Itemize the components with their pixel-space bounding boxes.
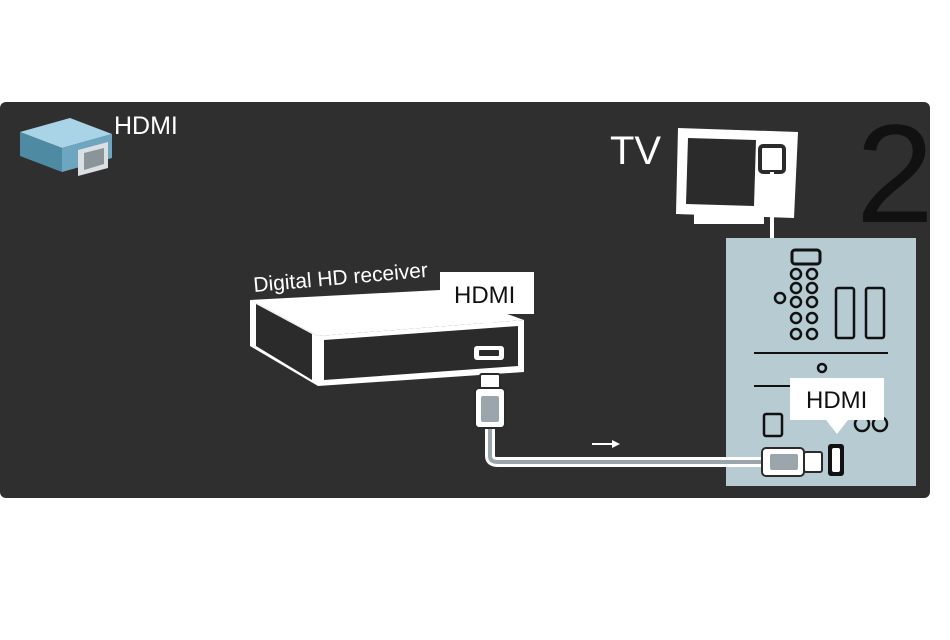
- receiver-hdmi-plug: [475, 374, 505, 428]
- tv-hdmi-plug: [762, 448, 822, 476]
- tv-hdmi-label: HDMI: [806, 387, 867, 414]
- step-number: 2: [856, 95, 934, 252]
- receiver-hdmi-label: HDMI: [454, 282, 515, 309]
- tv-label: TV: [610, 129, 661, 173]
- tv-back-panel: [726, 238, 916, 486]
- legend-hdmi-label: HDMI: [114, 112, 178, 140]
- tv-icon: [676, 128, 798, 224]
